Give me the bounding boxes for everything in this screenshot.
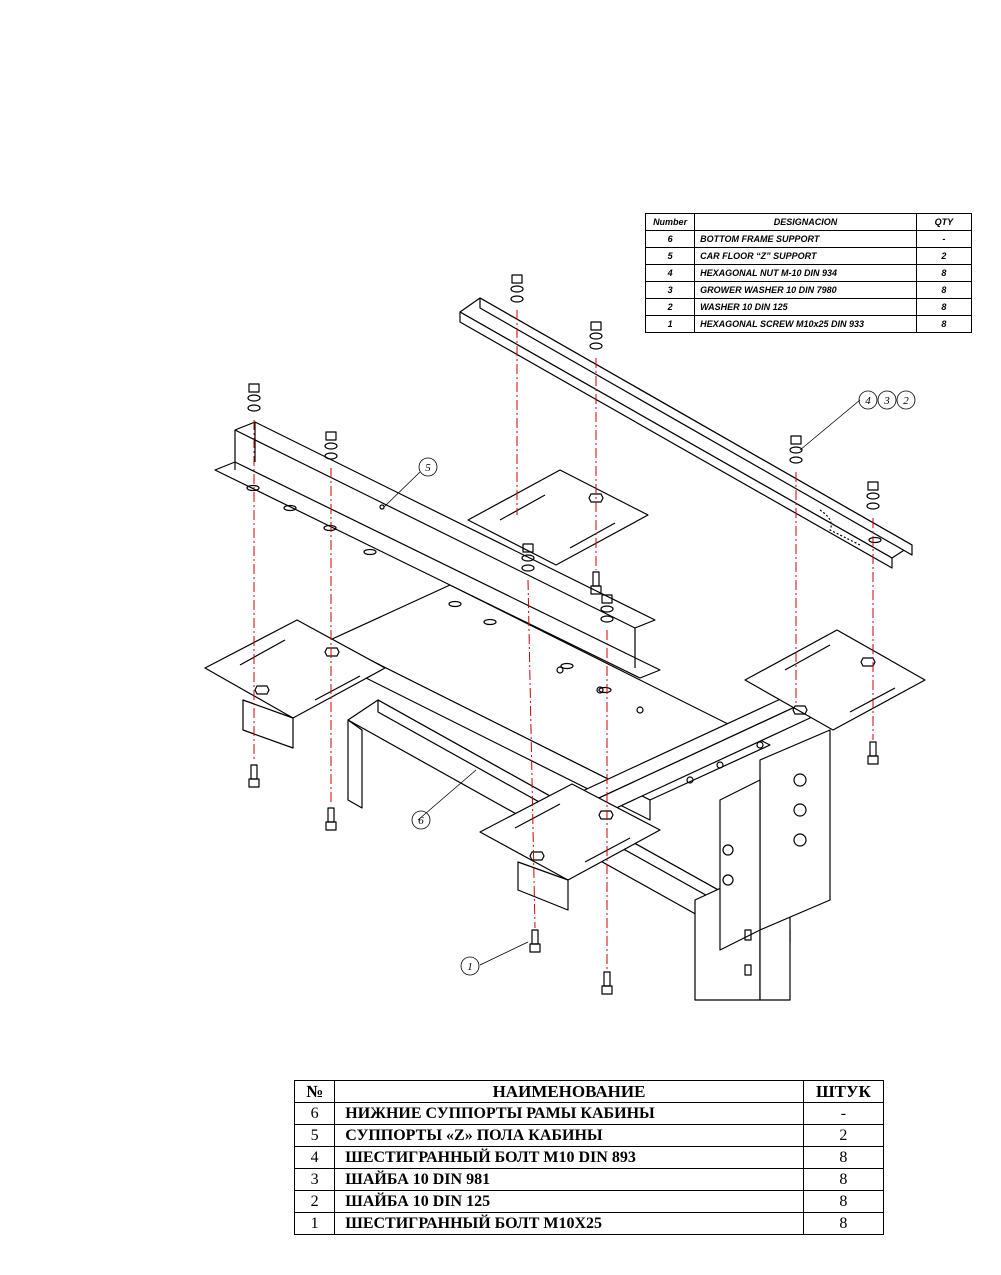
table-row: 2 ШАЙБА 10 DIN 125 8 — [293, 1190, 885, 1213]
en-cell-qty: 8 — [915, 264, 973, 282]
ru-cell-qty: 8 — [802, 1146, 885, 1169]
en-cell-qty: 2 — [915, 247, 973, 265]
ru-header-qty: ШТУК — [802, 1080, 885, 1103]
ru-cell-number: 1 — [293, 1212, 336, 1235]
table-row: 2 WASHER 10 DIN 125 8 — [644, 298, 973, 316]
en-cell-number: 4 — [644, 264, 696, 282]
en-cell-designation: BOTTOM FRAME SUPPORT — [694, 230, 917, 248]
en-cell-designation: CAR FLOOR “Z” SUPPORT — [694, 247, 917, 265]
callout-1-label: 1 — [467, 961, 473, 973]
table-row: 6 BOTTOM FRAME SUPPORT - — [644, 230, 973, 248]
table-row: 3 ШАЙБА 10 DIN 981 8 — [293, 1168, 885, 1191]
table-row: 4 HEXAGONAL NUT M-10 DIN 934 8 — [644, 264, 973, 282]
en-cell-qty: - — [915, 230, 973, 248]
table-row: 1 ШЕСТИГРАННЫЙ БОЛТ M10X25 8 — [293, 1212, 885, 1235]
callout-2-label: 2 — [903, 395, 909, 407]
ru-cell-qty: 8 — [802, 1212, 885, 1235]
callout-6-bubble — [411, 810, 431, 830]
en-cell-number: 5 — [644, 247, 696, 265]
callout-2-bubble — [896, 390, 916, 410]
ru-cell-name: ШАЙБА 10 DIN 125 — [334, 1190, 804, 1213]
callout-1-bubble — [460, 956, 480, 976]
callout-4-label: 4 — [865, 395, 871, 407]
table-row: 5 СУППОРТЫ «Z» ПОЛА КАБИНЫ 2 — [293, 1124, 885, 1147]
ru-cell-name: ШЕСТИГРАННЫЙ БОЛТ M10 DIN 893 — [334, 1146, 804, 1169]
en-cell-designation: HEXAGONAL SCREW M10x25 DIN 933 — [694, 315, 917, 333]
ru-cell-name: СУППОРТЫ «Z» ПОЛА КАБИНЫ — [334, 1124, 804, 1147]
floor-pad-1 — [467, 469, 649, 566]
ru-cell-qty: 2 — [802, 1124, 885, 1147]
ru-cell-name: НИЖНИЕ СУППОРТЫ РАМЫ КАБИНЫ — [334, 1102, 804, 1125]
assembly-centerlines — [253, 310, 874, 970]
parts-list-en: Number DESIGNACION QTY 6 BOTTOM FRAME SU… — [644, 213, 973, 333]
ru-header-number: № — [293, 1080, 336, 1103]
callout-4-bubble — [858, 390, 878, 410]
callout-6-label: 6 — [418, 815, 424, 827]
en-header-qty: QTY — [915, 213, 973, 231]
en-cell-number: 2 — [644, 298, 696, 316]
en-cell-designation: HEXAGONAL NUT M-10 DIN 934 — [694, 264, 917, 282]
en-header-designation: DESIGNACION — [694, 213, 917, 231]
ru-cell-name: ШАЙБА 10 DIN 981 — [334, 1168, 804, 1191]
en-cell-qty: 8 — [915, 281, 973, 299]
car-floor-z-support-right — [459, 297, 913, 569]
floor-pad-2 — [204, 619, 386, 749]
en-cell-designation: GROWER WASHER 10 DIN 7980 — [694, 281, 917, 299]
ru-cell-qty: - — [802, 1102, 885, 1125]
callout-5-label: 5 — [425, 462, 431, 474]
ru-cell-qty: 8 — [802, 1190, 885, 1213]
ru-cell-number: 2 — [293, 1190, 336, 1213]
ru-cell-number: 4 — [293, 1146, 336, 1169]
table-row: 6 НИЖНИЕ СУППОРТЫ РАМЫ КАБИНЫ - — [293, 1102, 885, 1125]
ru-cell-number: 5 — [293, 1124, 336, 1147]
ru-cell-number: 6 — [293, 1102, 336, 1125]
callout-3-bubble — [877, 390, 897, 410]
en-cell-designation: WASHER 10 DIN 125 — [694, 298, 917, 316]
table-row: 1 HEXAGONAL SCREW M10x25 DIN 933 8 — [644, 315, 973, 333]
en-cell-qty: 8 — [915, 298, 973, 316]
car-floor-z-support-left — [214, 421, 661, 694]
ru-cell-name: ШЕСТИГРАННЫЙ БОЛТ M10X25 — [334, 1212, 804, 1235]
fastener-stacks — [247, 274, 880, 623]
table-row: 5 CAR FLOOR “Z” SUPPORT 2 — [644, 247, 973, 265]
ru-cell-qty: 8 — [802, 1168, 885, 1191]
callout-3-label: 3 — [883, 395, 890, 407]
parts-list-ru: № НАИМЕНОВАНИЕ ШТУК 6 НИЖНИЕ СУППОРТЫ РА… — [293, 1080, 885, 1235]
callout-5-bubble — [418, 457, 438, 477]
en-cell-number: 1 — [644, 315, 696, 333]
callouts — [383, 390, 916, 976]
table-row: 4 ШЕСТИГРАННЫЙ БОЛТ M10 DIN 893 8 — [293, 1146, 885, 1169]
floor-pad-4 — [479, 783, 661, 911]
en-cell-number: 6 — [644, 230, 696, 248]
ru-header-name: НАИМЕНОВАНИЕ — [334, 1080, 804, 1103]
en-cell-number: 3 — [644, 281, 696, 299]
en-cell-qty: 8 — [915, 315, 973, 333]
table-row: 3 GROWER WASHER 10 DIN 7980 8 — [644, 281, 973, 299]
en-header-number: Number — [644, 213, 696, 231]
ru-cell-number: 3 — [293, 1168, 336, 1191]
